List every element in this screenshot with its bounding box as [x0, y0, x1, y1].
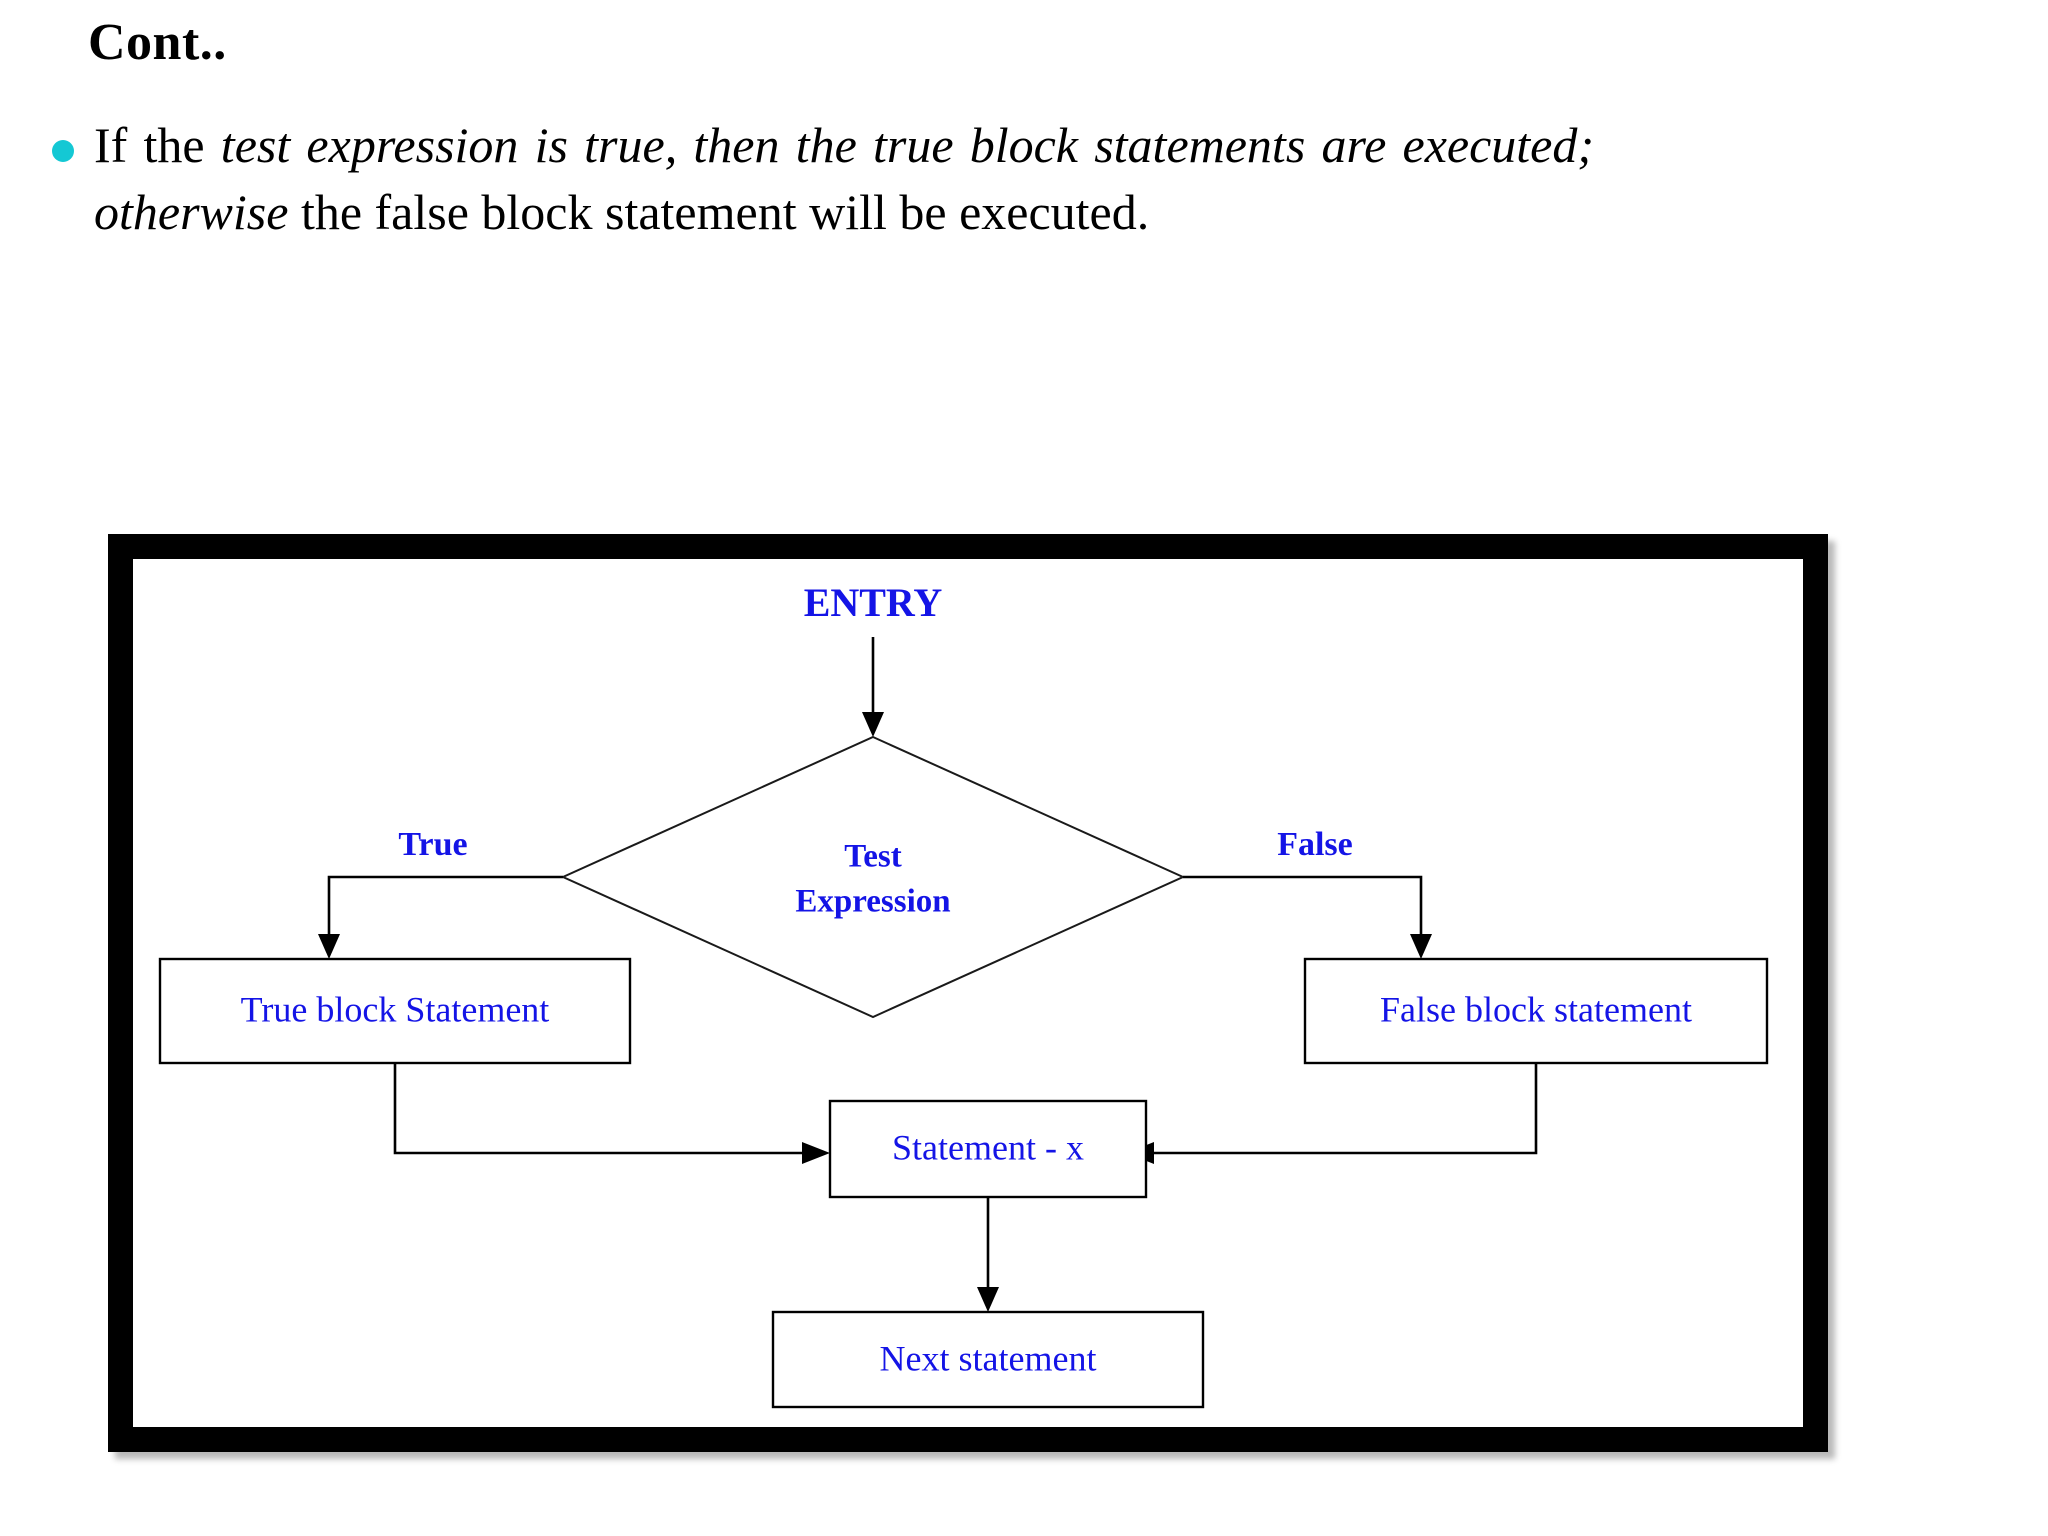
bullet-text: If the test expression is true, then the… — [94, 112, 1594, 245]
node-decision-line1: Test — [844, 839, 901, 875]
node-false-block-label: False block statement — [1380, 989, 1692, 1029]
node-decision-line2: Expression — [795, 884, 950, 920]
node-merge-block-label: Statement - x — [892, 1127, 1084, 1167]
edge-decision-to-false-block — [1183, 875, 1432, 959]
node-false-block — [1303, 957, 1769, 1065]
edge-false-block-to-merge — [1126, 1063, 1538, 1164]
edge-label-true: True — [398, 826, 467, 863]
flowchart-image-frame: ENTRY Test Expression True False — [108, 534, 1828, 1452]
edge-decision-to-true-block — [318, 875, 563, 959]
node-next-block-label: Next statement — [880, 1338, 1097, 1378]
edge-label-false: False — [1277, 826, 1353, 863]
edge-true-block-to-merge — [393, 1063, 830, 1164]
bullet-paragraph: If the test expression is true, then the… — [48, 112, 2008, 245]
flowchart-diagram: ENTRY Test Expression True False — [158, 580, 1769, 1409]
node-decision-diamond — [560, 735, 1186, 1019]
flowchart-canvas: ENTRY Test Expression True False — [130, 556, 1806, 1430]
edge-entry-to-decision — [862, 637, 884, 737]
node-true-block-label: True block Statement — [241, 989, 550, 1029]
node-merge-block — [828, 1099, 1148, 1199]
edge-merge-to-next — [977, 1197, 999, 1312]
node-next-block — [771, 1310, 1205, 1409]
bullet-marker-icon — [52, 140, 74, 162]
page-title: Cont.. — [88, 14, 227, 71]
bullet-text-part-1: If the — [94, 117, 221, 173]
bullet-text-part-5: executed. — [959, 183, 1150, 240]
node-entry-label: ENTRY — [804, 580, 943, 625]
bullet-text-part-3: are executed; otherwise — [94, 117, 1594, 240]
bullet-text-part-4: the false block statement will be — [288, 183, 947, 240]
bullet-text-part-2: test expression is true, then the true b… — [220, 117, 1306, 173]
